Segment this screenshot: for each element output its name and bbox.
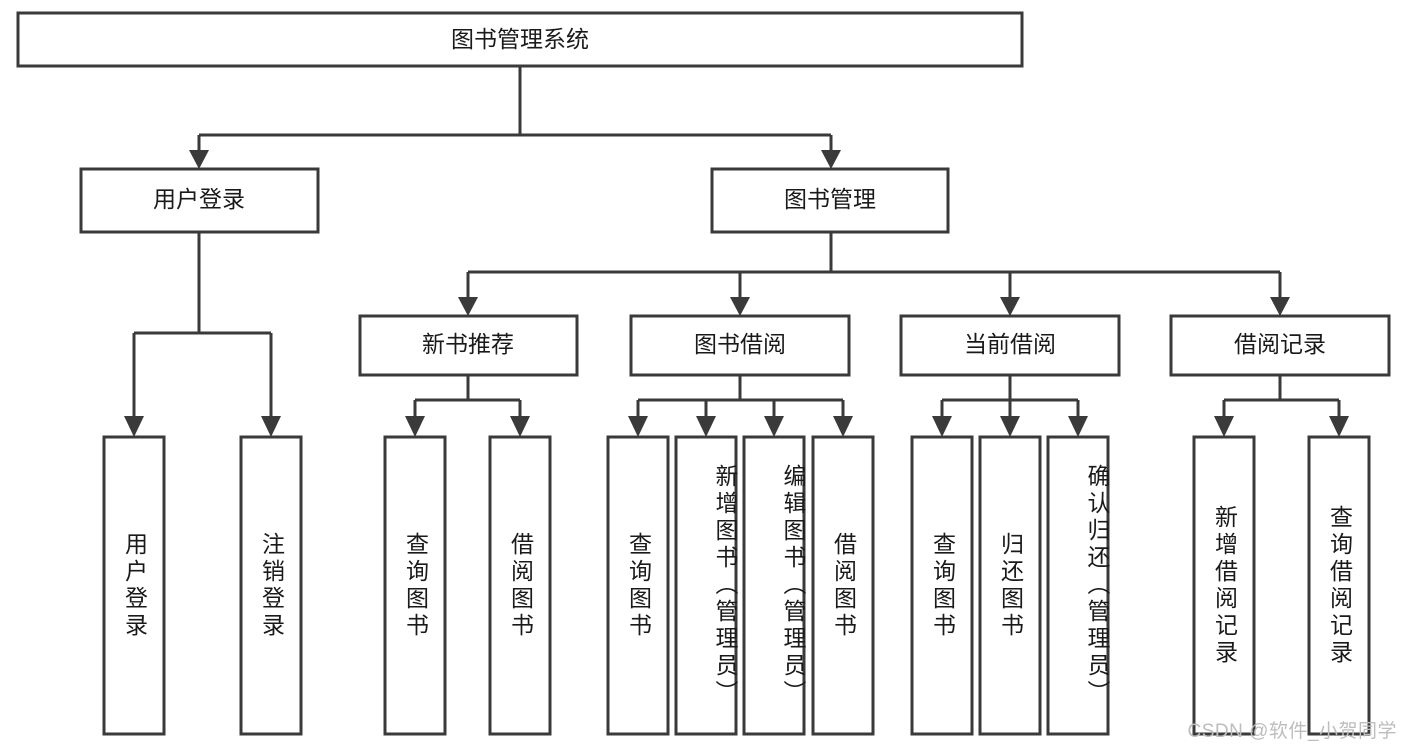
leaf-box-query-record[interactable] [1307,435,1371,736]
csdn-watermark: CSDN @软件_小贺同学 [1187,721,1397,742]
connector-borrow-record-to-leaves [1214,375,1349,437]
node-current-borrow[interactable]: 当前借阅 [899,314,1121,377]
connector-book-borrow-to-leaves [628,375,853,437]
node-borrow-record-label: 借阅记录 [1234,331,1326,357]
node-borrow-record[interactable]: 借阅记录 [1169,314,1391,377]
leaf-box-return-book[interactable] [978,435,1042,736]
leaf-box-user-login[interactable] [102,435,166,736]
leaf-box-add-book-admin[interactable] [674,435,738,736]
connector-new-book-rec-to-leaves [405,375,530,437]
connector-root-to-level1 [189,66,841,169]
leaf-box-confirm-return[interactable] [1046,435,1110,736]
node-root-label: 图书管理系统 [451,26,589,52]
leaf-box-edit-book-admin[interactable] [742,435,806,736]
connector-user-login-to-leaves [124,232,281,437]
node-root[interactable]: 图书管理系统 [16,11,1024,68]
node-book-management[interactable]: 图书管理 [710,167,950,234]
connector-current-borrow-to-leaves [932,375,1088,437]
node-new-book-recommend-label: 新书推荐 [422,331,514,357]
connector-book-mgmt-to-level2 [458,232,1290,316]
leaf-box-query-book-1[interactable] [383,435,447,736]
leaf-box-query-book-2[interactable] [606,435,670,736]
node-user-login-label: 用户登录 [153,186,245,212]
leaf-box-query-book-3[interactable] [910,435,974,736]
node-book-borrow-label: 图书借阅 [694,331,786,357]
node-new-book-recommend[interactable]: 新书推荐 [358,314,579,377]
leaf-box-add-record[interactable] [1192,435,1256,736]
node-book-management-label: 图书管理 [784,186,876,212]
leaf-box-logout[interactable] [239,435,303,736]
node-book-borrow[interactable]: 图书借阅 [629,314,851,377]
node-current-borrow-label: 当前借阅 [964,331,1056,357]
leaf-boxes [102,435,1371,736]
leaf-box-borrow-book-1[interactable] [488,435,552,736]
leaf-box-borrow-book-2[interactable] [811,435,875,736]
node-user-login[interactable]: 用户登录 [79,167,320,234]
